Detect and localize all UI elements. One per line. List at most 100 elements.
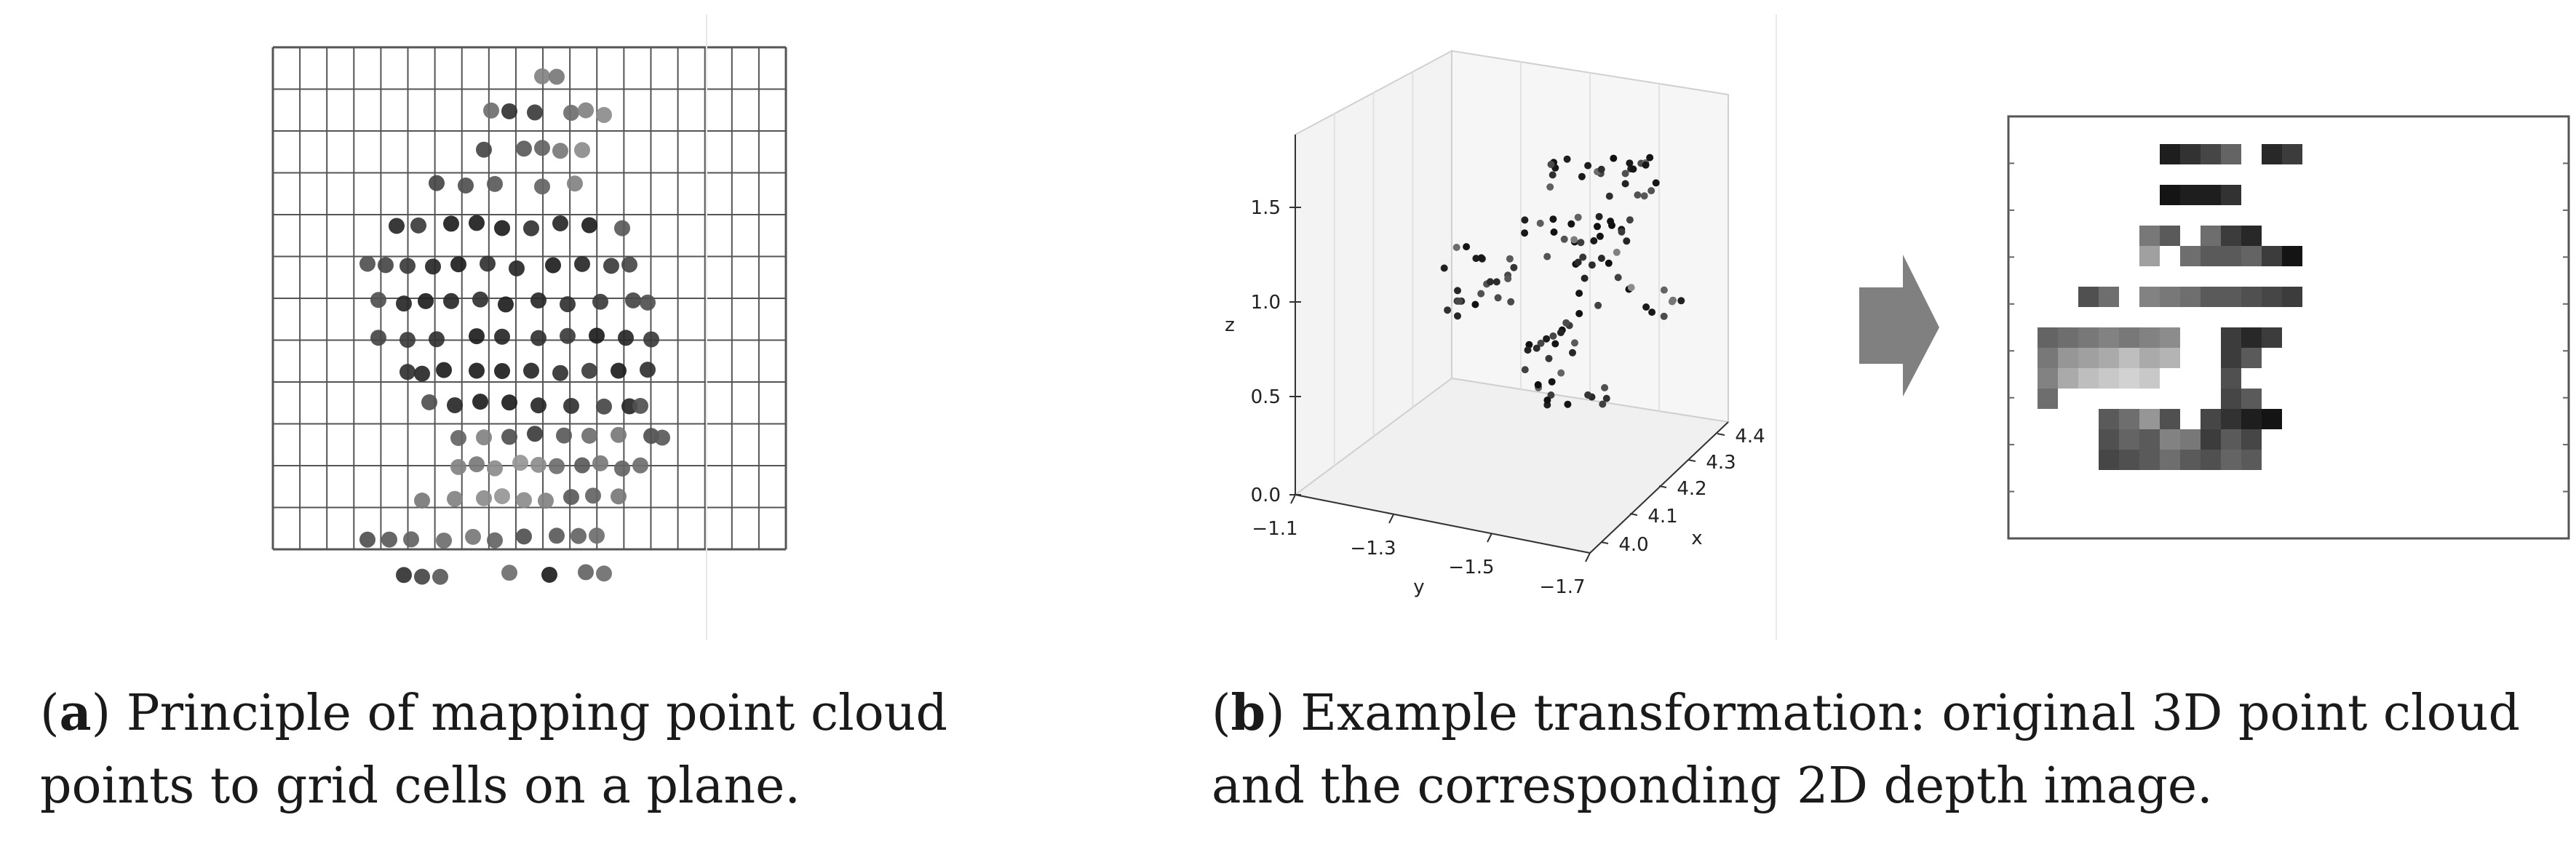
depth-pixel <box>2221 144 2241 164</box>
point-marker <box>1570 236 1578 244</box>
point-marker <box>1626 159 1634 167</box>
point-marker <box>1536 219 1544 227</box>
point-marker <box>1584 391 1592 399</box>
point-marker <box>1548 378 1556 386</box>
depth-pixel <box>2201 450 2221 470</box>
y-tick-label: −1.7 <box>1539 576 1585 598</box>
point-marker <box>359 531 375 548</box>
depth-pixel <box>2099 287 2119 307</box>
point-marker <box>414 568 430 585</box>
point-marker <box>1590 237 1598 244</box>
y-tick <box>1388 514 1394 524</box>
z-axis-label: z <box>1225 314 1235 336</box>
right-arrow-icon <box>1859 255 1939 397</box>
point-marker <box>494 328 510 345</box>
point-marker <box>1455 298 1463 305</box>
x-tick <box>1717 433 1725 436</box>
point-marker <box>1626 216 1634 224</box>
point-marker <box>447 397 463 413</box>
point-marker <box>614 220 630 236</box>
point-marker <box>527 426 543 442</box>
point-marker <box>1668 298 1676 306</box>
point-marker <box>429 331 445 348</box>
point-marker <box>396 567 412 584</box>
depth-pixel <box>2221 389 2241 409</box>
point-marker <box>1504 275 1512 282</box>
point-marker <box>538 493 554 509</box>
point-marker <box>1543 397 1551 404</box>
point-marker <box>581 217 597 234</box>
point-marker <box>1549 332 1557 340</box>
point-marker <box>545 257 561 274</box>
point-marker <box>450 429 466 446</box>
depth-pixel <box>2058 327 2078 348</box>
depth-pixel <box>2139 450 2160 470</box>
depth-pixel <box>2241 409 2262 429</box>
point-marker <box>1567 220 1575 228</box>
x-tick-label: 4.3 <box>1706 452 1736 474</box>
point-marker <box>549 68 565 85</box>
point-marker <box>443 215 459 232</box>
point-marker <box>574 142 590 159</box>
point-marker <box>494 220 510 236</box>
point-marker <box>1627 284 1635 292</box>
point-marker <box>469 456 485 473</box>
point-marker <box>1602 394 1610 402</box>
point-marker <box>399 258 416 274</box>
depth-pixel <box>2180 246 2201 266</box>
point-marker <box>611 426 627 443</box>
point-marker <box>640 362 656 378</box>
depth-pixel <box>2241 287 2262 307</box>
point-marker <box>563 489 579 506</box>
point-marker <box>458 177 474 194</box>
y-tick <box>1585 552 1591 562</box>
z-tick-label: 0.5 <box>1251 386 1281 408</box>
y-tick-label: −1.5 <box>1448 557 1494 578</box>
depth-pixel <box>2221 348 2241 368</box>
point-marker <box>370 330 386 346</box>
point-marker <box>487 460 503 477</box>
depth-pixel <box>2282 287 2302 307</box>
depth-pixel <box>2201 185 2221 205</box>
depth-pixel <box>2038 368 2058 389</box>
point-marker <box>1569 349 1576 357</box>
point-marker <box>450 256 466 273</box>
depth-pixel <box>2139 429 2160 450</box>
point-marker <box>501 394 517 411</box>
point-marker <box>1562 319 1570 327</box>
point-marker <box>1574 213 1582 221</box>
depth-pixel <box>2221 409 2241 429</box>
point-marker <box>472 291 488 308</box>
x-tick-label: 4.0 <box>1618 534 1648 556</box>
depth-pixel <box>2201 409 2221 429</box>
depth-pixel <box>2221 287 2241 307</box>
point-marker <box>381 531 397 548</box>
point-marker <box>571 528 587 544</box>
depth-pixel <box>2201 246 2221 266</box>
point-marker <box>359 255 375 272</box>
point-marker <box>574 457 590 474</box>
depth-pixel <box>2078 348 2099 368</box>
depth-pixel <box>2241 389 2262 409</box>
point-marker <box>1579 253 1587 261</box>
point-marker <box>552 365 568 381</box>
point-marker <box>1607 218 1615 226</box>
z-tick-label: 1.0 <box>1251 292 1281 314</box>
point-marker <box>1578 172 1586 180</box>
point-marker <box>625 292 641 308</box>
point-marker <box>1610 154 1618 162</box>
depth-pixel <box>2241 450 2262 470</box>
depth-pixel <box>2119 450 2139 470</box>
point-marker <box>501 565 517 581</box>
transformation-figure: 0.00.51.01.5z−1.1−1.3−1.5−1.7y4.04.14.24… <box>1225 49 2570 598</box>
depth-pixel <box>2160 450 2180 470</box>
x-tick-label: 4.1 <box>1647 506 1677 528</box>
point-marker <box>1521 366 1529 374</box>
point-marker <box>1618 228 1626 236</box>
point-marker <box>1543 252 1551 260</box>
point-marker <box>1597 255 1605 262</box>
point-marker <box>1521 229 1529 237</box>
point-marker <box>1597 165 1605 173</box>
point-marker <box>632 457 648 474</box>
point-marker <box>530 292 546 308</box>
